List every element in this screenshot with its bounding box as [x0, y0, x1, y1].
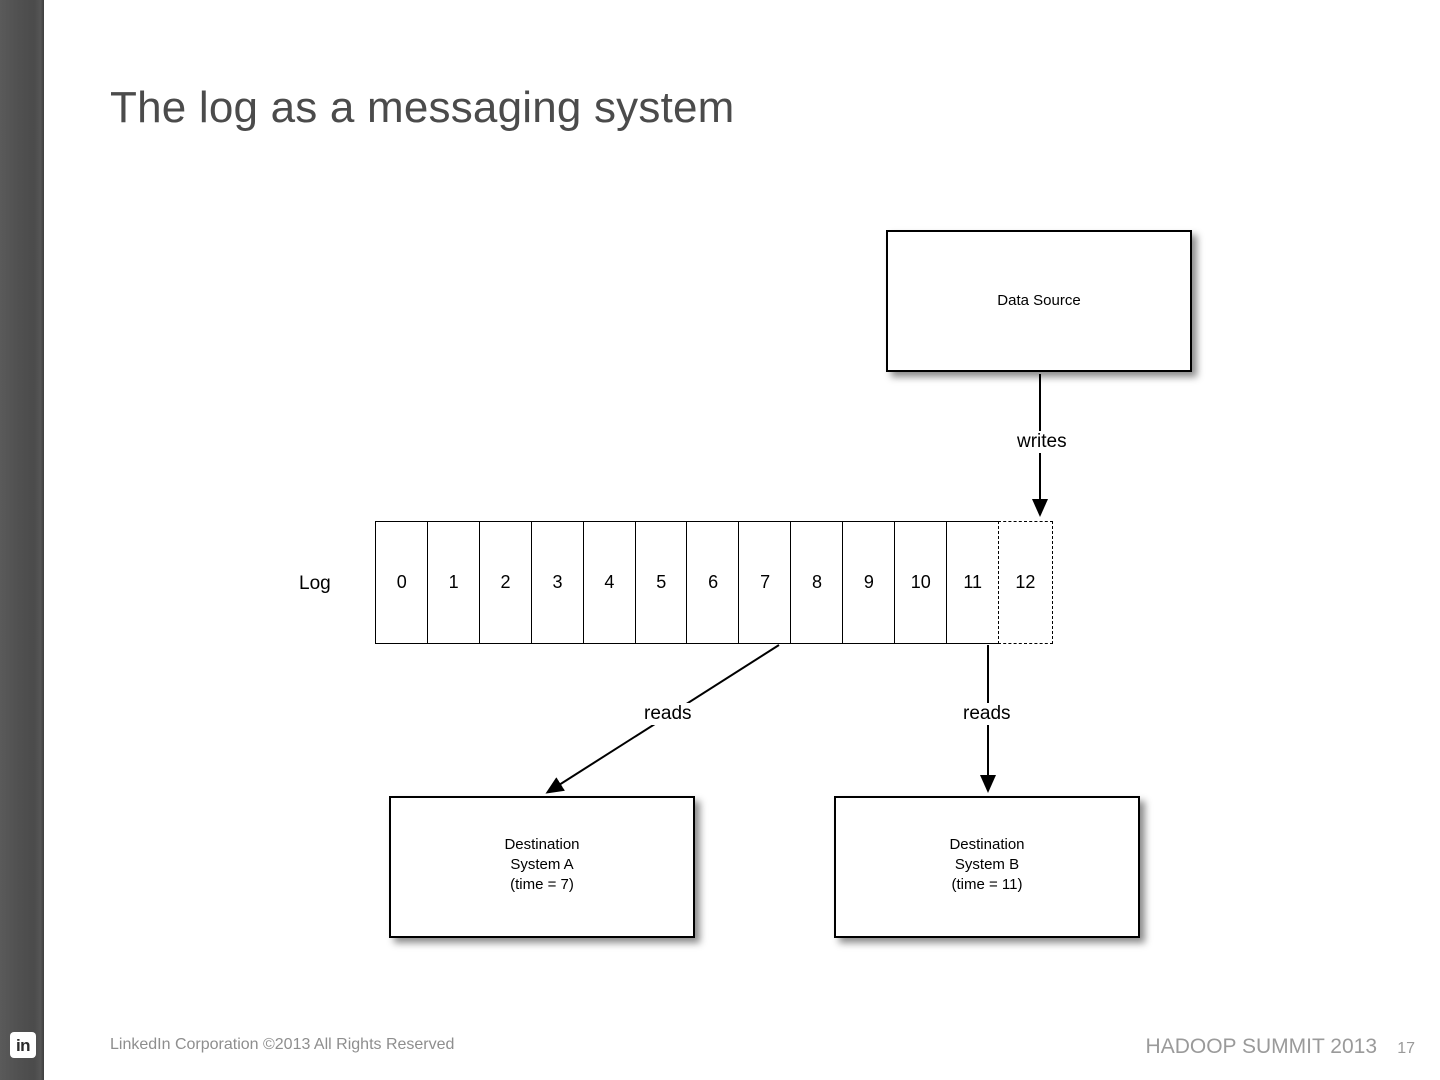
- log-cell[interactable]: 8: [790, 521, 844, 644]
- footer-event-title: HADOOP SUMMIT 2013: [1145, 1035, 1377, 1058]
- data-source-box[interactable]: Data Source: [886, 230, 1192, 372]
- log-cell[interactable]: 4: [582, 521, 637, 644]
- page-title: The log as a messaging system: [110, 83, 735, 132]
- log-cell[interactable]: 5: [634, 521, 689, 644]
- log-cell[interactable]: 2: [478, 521, 533, 644]
- data-source-label: Data Source: [997, 292, 1081, 309]
- log-cell[interactable]: 0: [375, 521, 429, 644]
- log-label: Log: [299, 573, 331, 594]
- page-number: 17: [1397, 1040, 1415, 1057]
- reads-label-a: reads: [640, 703, 696, 725]
- linkedin-logo-icon: in: [10, 1032, 36, 1058]
- destination-system-a-label: Destination System A (time = 7): [504, 836, 580, 893]
- destination-system-a-box[interactable]: Destination System A (time = 7): [389, 796, 695, 938]
- log-cell-pending[interactable]: 12: [997, 521, 1053, 644]
- reads-label-b: reads: [959, 703, 1015, 725]
- left-accent-band: [0, 0, 44, 1080]
- log-cell[interactable]: 11: [945, 521, 1000, 644]
- footer-copyright: LinkedIn Corporation ©2013 All Rights Re…: [110, 1036, 455, 1053]
- log-cell[interactable]: 9: [842, 521, 896, 644]
- log-cell[interactable]: 7: [738, 521, 792, 644]
- writes-label: writes: [1013, 431, 1071, 453]
- log-strip: 0 1 2 3 4 5 6 7 8 9 10 11 12: [375, 521, 1053, 644]
- destination-system-b-label: Destination System B (time = 11): [949, 836, 1025, 893]
- log-cell[interactable]: 10: [894, 521, 948, 644]
- destination-system-b-box[interactable]: Destination System B (time = 11): [834, 796, 1140, 938]
- log-cell[interactable]: 6: [686, 521, 740, 644]
- log-cell[interactable]: 1: [426, 521, 481, 644]
- log-cell[interactable]: 3: [530, 521, 585, 644]
